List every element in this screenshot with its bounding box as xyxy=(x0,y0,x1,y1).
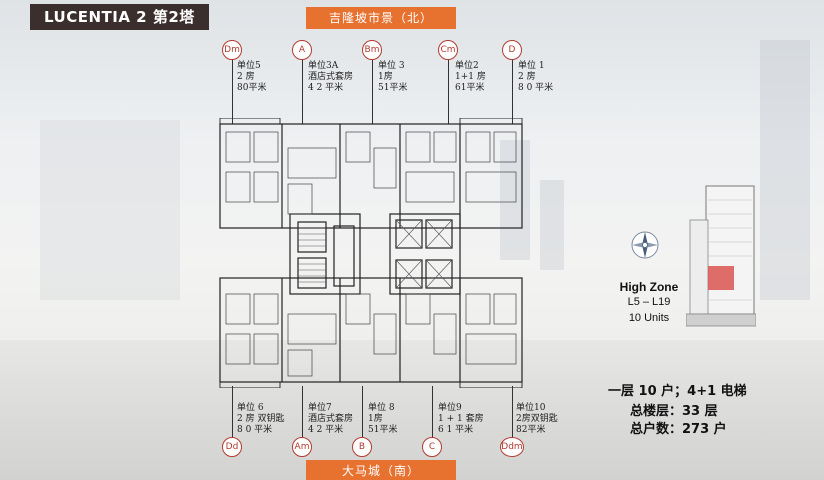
bg-building xyxy=(760,40,810,300)
bg-floor xyxy=(0,340,824,480)
top-wing xyxy=(219,123,523,229)
leader-line xyxy=(362,386,363,438)
unit-marker-top: D xyxy=(502,40,522,60)
bottom-wing xyxy=(219,277,523,383)
zone-units: 10 Units xyxy=(628,312,670,324)
leader-line xyxy=(372,60,373,124)
bg-window xyxy=(40,120,180,300)
leader-line xyxy=(232,386,233,438)
total-units: 总户数：273 户 xyxy=(630,422,727,437)
unit-marker-top: Dm xyxy=(222,40,242,60)
leader-line xyxy=(302,60,303,124)
unit-marker-bottom: Am xyxy=(292,437,312,457)
unit-marker-top: Cm xyxy=(438,40,458,60)
leader-line xyxy=(512,60,513,124)
north-banner: 吉隆坡市景（北） xyxy=(306,7,456,29)
unit-marker-bottom: B xyxy=(352,437,372,457)
unit-marker-bottom: Dd xyxy=(222,437,242,457)
leader-line xyxy=(432,386,433,438)
floor-plan xyxy=(219,118,523,388)
unit-marker-top: Bm xyxy=(362,40,382,60)
leader-line xyxy=(302,386,303,438)
leader-line xyxy=(512,386,513,438)
zone-title: High Zone xyxy=(619,280,679,294)
units-per-floor: 一层 10 户；4+1 电梯 xyxy=(608,384,747,399)
south-banner: 大马城（南） xyxy=(306,460,456,480)
bg-building xyxy=(540,180,564,270)
unit-marker-bottom: Ddm xyxy=(500,437,524,457)
bg-building xyxy=(500,140,530,260)
compass-icon xyxy=(631,231,659,259)
total-floors: 总楼层：33 层 xyxy=(630,404,718,419)
high-zone-highlight xyxy=(708,266,734,290)
zone-range: L5 – L19 xyxy=(627,296,671,308)
leader-line xyxy=(448,60,449,124)
leader-line xyxy=(232,60,233,124)
unit-marker-bottom: C xyxy=(422,437,442,457)
unit-marker-top: A xyxy=(292,40,312,60)
page-title: LUCENTIA 2 第2塔 xyxy=(30,4,209,30)
tower-elevation xyxy=(686,185,756,327)
